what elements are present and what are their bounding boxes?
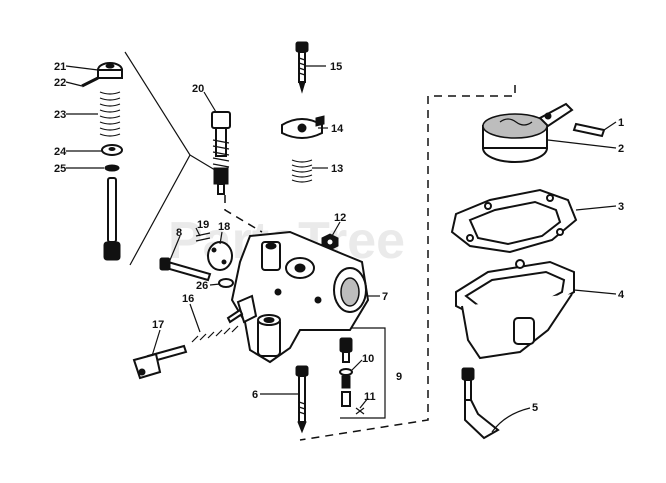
part-10-washer	[339, 368, 353, 389]
part-24-washer	[101, 144, 123, 156]
callout-7: 7	[382, 291, 388, 303]
part-26-washer	[218, 278, 234, 288]
dashed-group-line-right	[299, 85, 516, 441]
part-9-jet-assembly	[339, 337, 353, 363]
callout-25: 25	[54, 163, 66, 175]
part-5-drain-tube	[461, 367, 500, 440]
callout-24: 24	[54, 146, 67, 158]
part-25-retainer	[104, 164, 120, 172]
part-22-pin	[81, 76, 99, 88]
callout-14: 14	[331, 123, 344, 135]
callout-22: 22	[54, 77, 66, 89]
callout-12: 12	[334, 212, 346, 224]
callout-3: 3	[618, 201, 624, 213]
callout-8: 8	[176, 227, 182, 239]
part-6-main-jet	[295, 365, 309, 434]
callout-15: 15	[330, 61, 342, 73]
part-11-needle	[341, 391, 365, 415]
callout-23: 23	[54, 109, 66, 121]
callout-17: 17	[152, 319, 164, 331]
callout-5: 5	[532, 402, 538, 414]
part-13-spring	[291, 159, 313, 183]
callout-10: 10	[362, 353, 374, 365]
callout-11: 11	[364, 391, 376, 403]
part-8-screw	[159, 257, 212, 282]
callout-13: 13	[331, 163, 343, 175]
part-23-spring	[99, 91, 121, 137]
callout-19: 19	[197, 219, 209, 231]
callout-21: 21	[54, 61, 66, 73]
dashed-group-line-top	[224, 195, 263, 233]
bracket-jet-group	[335, 327, 386, 419]
part-18-plate	[207, 241, 233, 271]
callout-26: 26	[196, 280, 208, 292]
part-20-idle-needle	[211, 111, 231, 195]
callout-2: 2	[618, 143, 624, 155]
part-19-clip	[195, 232, 211, 242]
part-21-cap	[97, 62, 123, 79]
callout-20: 20	[192, 83, 204, 95]
part-17-throttle-shaft	[132, 344, 188, 380]
callout-18: 18	[218, 221, 230, 233]
part-choke-shaft	[103, 177, 121, 261]
part-3-gasket	[450, 188, 578, 254]
callout-1: 1	[618, 117, 624, 129]
part-1-float-pin	[572, 122, 606, 138]
bracket-left-group	[124, 51, 216, 266]
leader-lines	[65, 65, 617, 433]
part-15-screw	[295, 41, 309, 94]
callout-4: 4	[618, 289, 625, 301]
callout-6: 6	[252, 389, 258, 401]
part-14-bracket	[281, 115, 325, 139]
part-2-float	[482, 102, 574, 163]
callout-9: 9	[396, 371, 402, 383]
part-4-float-bowl	[455, 259, 575, 360]
part-16-spring-screw	[191, 308, 244, 343]
part-7-carburetor-body	[230, 230, 370, 364]
callout-16: 16	[182, 293, 194, 305]
